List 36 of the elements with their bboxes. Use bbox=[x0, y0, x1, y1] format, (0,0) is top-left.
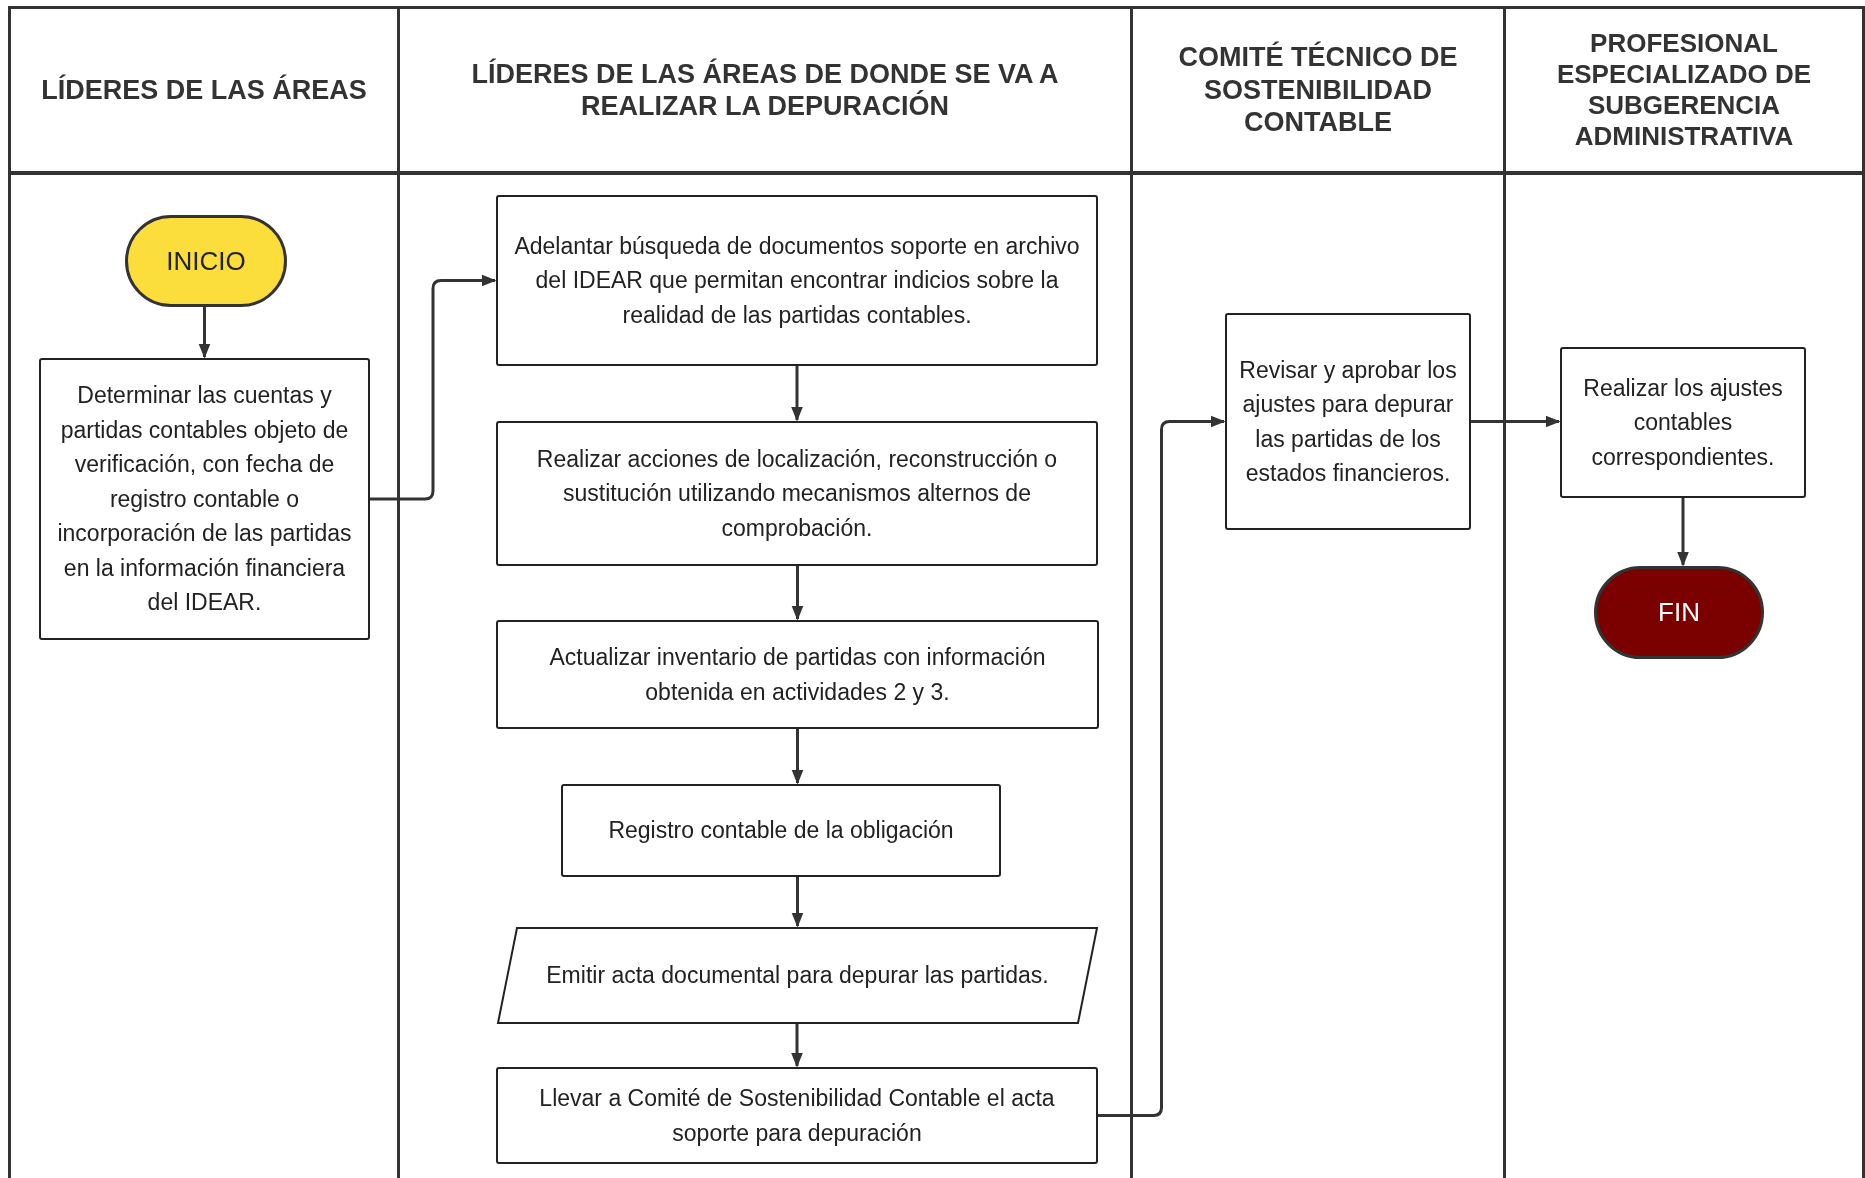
arrow bbox=[791, 877, 804, 928]
swimlane bbox=[1503, 6, 1865, 1178]
swimlane bbox=[8, 6, 400, 1178]
step-text: Llevar a Comité de Sostenibilidad Contable el acta soporte para depuración bbox=[538, 1084, 1056, 1148]
process-box bbox=[496, 195, 1098, 366]
arrow bbox=[1471, 415, 1561, 428]
step-text: INICIO bbox=[166, 244, 246, 278]
process-box bbox=[496, 1067, 1098, 1164]
lane-title: COMITÉ TÉCNICO DE SOSTENIBILIDAD CONTABLE bbox=[1177, 41, 1459, 139]
step-text: Realizar acciones de localización, reconstrucción o sustitución utilizando mecanismos alternos de comprobación. bbox=[535, 444, 1059, 543]
arrow bbox=[791, 366, 803, 422]
process-box bbox=[1225, 313, 1471, 530]
step-text: Realizar los ajustes contables correspondientes. bbox=[1582, 373, 1784, 472]
step-text: Actualizar inventario de partidas con información obtenida en actividades 2 y 3. bbox=[548, 643, 1047, 707]
step-text: Determinar las cuentas y partidas contables objeto de verificación, con fecha de registro contable o incorporación de las partidas en la información financiera del IDEAR. bbox=[56, 381, 353, 618]
lane-title: LÍDERES DE LAS ÁREAS DE DONDE SE VA A REALIZAR LA DEPURACIÓN bbox=[470, 57, 1060, 123]
lane-title: LÍDERES DE LAS ÁREAS bbox=[41, 73, 367, 107]
process-box bbox=[39, 358, 370, 640]
lane-title: PROFESIONAL ESPECIALIZADO DE SUBGERENCIA ADMINISTRATIVA bbox=[1555, 27, 1813, 153]
arrow bbox=[791, 729, 804, 785]
step-text: FIN bbox=[1658, 596, 1700, 629]
process-box bbox=[1560, 347, 1806, 498]
arrow bbox=[370, 274, 497, 501]
step-text: Revisar y aprobar los ajustes para depurar las partidas de los estados financieros. bbox=[1238, 355, 1458, 488]
process-box bbox=[496, 620, 1099, 729]
document-parallelogram bbox=[497, 927, 1098, 1024]
step-text: Emitir acta documental para depurar las partidas. bbox=[546, 961, 1049, 991]
arrow bbox=[1098, 415, 1226, 1117]
arrow bbox=[198, 307, 211, 359]
arrow bbox=[791, 566, 804, 621]
process-box bbox=[496, 421, 1098, 566]
process-box bbox=[561, 784, 1001, 877]
arrow bbox=[1677, 498, 1689, 567]
step-text: Adelantar búsqueda de documentos soporte en archivo del IDEAR que permitan encontrar indicios sobre la realidad de las partidas contables. bbox=[513, 231, 1081, 330]
step-text: Registro contable de la obligación bbox=[608, 816, 954, 846]
arrow bbox=[791, 1024, 803, 1068]
